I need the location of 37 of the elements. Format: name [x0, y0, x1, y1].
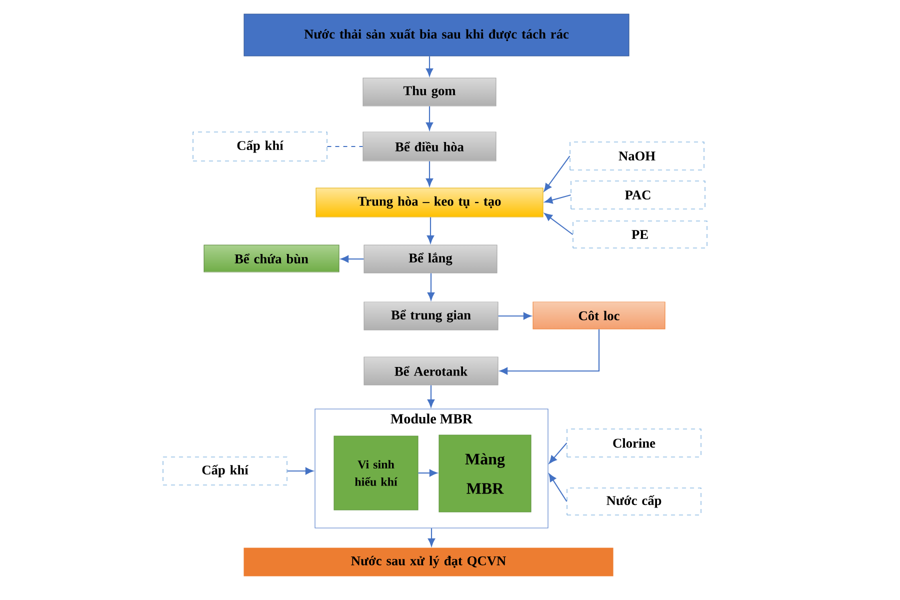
arrow — [548, 474, 568, 502]
input-box: Nước cấp — [566, 488, 702, 516]
arrow — [427, 273, 435, 300]
arrow — [426, 161, 434, 186]
arrow — [544, 156, 570, 192]
process-box: Vi sinh hiếu khí — [334, 436, 418, 510]
process-box: Bể trung gian — [364, 302, 498, 330]
input-box: Clorine — [566, 428, 702, 458]
arrow — [287, 467, 314, 475]
input-box: PAC — [570, 180, 706, 210]
arrow — [544, 213, 574, 235]
process-box: Màng MBR — [438, 434, 532, 512]
process-box: Côt loc — [532, 302, 666, 330]
arrow — [418, 469, 438, 477]
arrow — [340, 255, 364, 263]
process-box: Thu gom — [362, 78, 496, 106]
input-box: Cấp khí — [192, 132, 328, 162]
connector — [327, 146, 363, 148]
arrow — [549, 442, 568, 464]
input-box: PE — [572, 220, 708, 248]
process-box: Bể chứa bùn — [204, 244, 340, 272]
process-box: Trung hòa – keo tụ - tạo — [316, 188, 544, 218]
process-box: Nước sau xử lý đạt QCVN — [244, 548, 614, 576]
input-box: Cấp khí — [162, 456, 288, 486]
arrow — [428, 528, 436, 546]
arrow — [426, 56, 434, 76]
process-box: Bể điều hòa — [362, 132, 496, 162]
arrow — [500, 329, 600, 375]
input-box: NaOH — [570, 142, 704, 170]
arrow — [426, 106, 434, 130]
process-box: Bể Aerotank — [364, 356, 498, 386]
arrow — [498, 312, 532, 320]
arrow — [544, 194, 571, 204]
arrow — [426, 217, 434, 244]
arrow — [427, 385, 435, 408]
process-box: Nước thải sản xuất bia sau khi được tách rác — [244, 14, 630, 56]
process-box: Bể lắng — [364, 244, 498, 274]
